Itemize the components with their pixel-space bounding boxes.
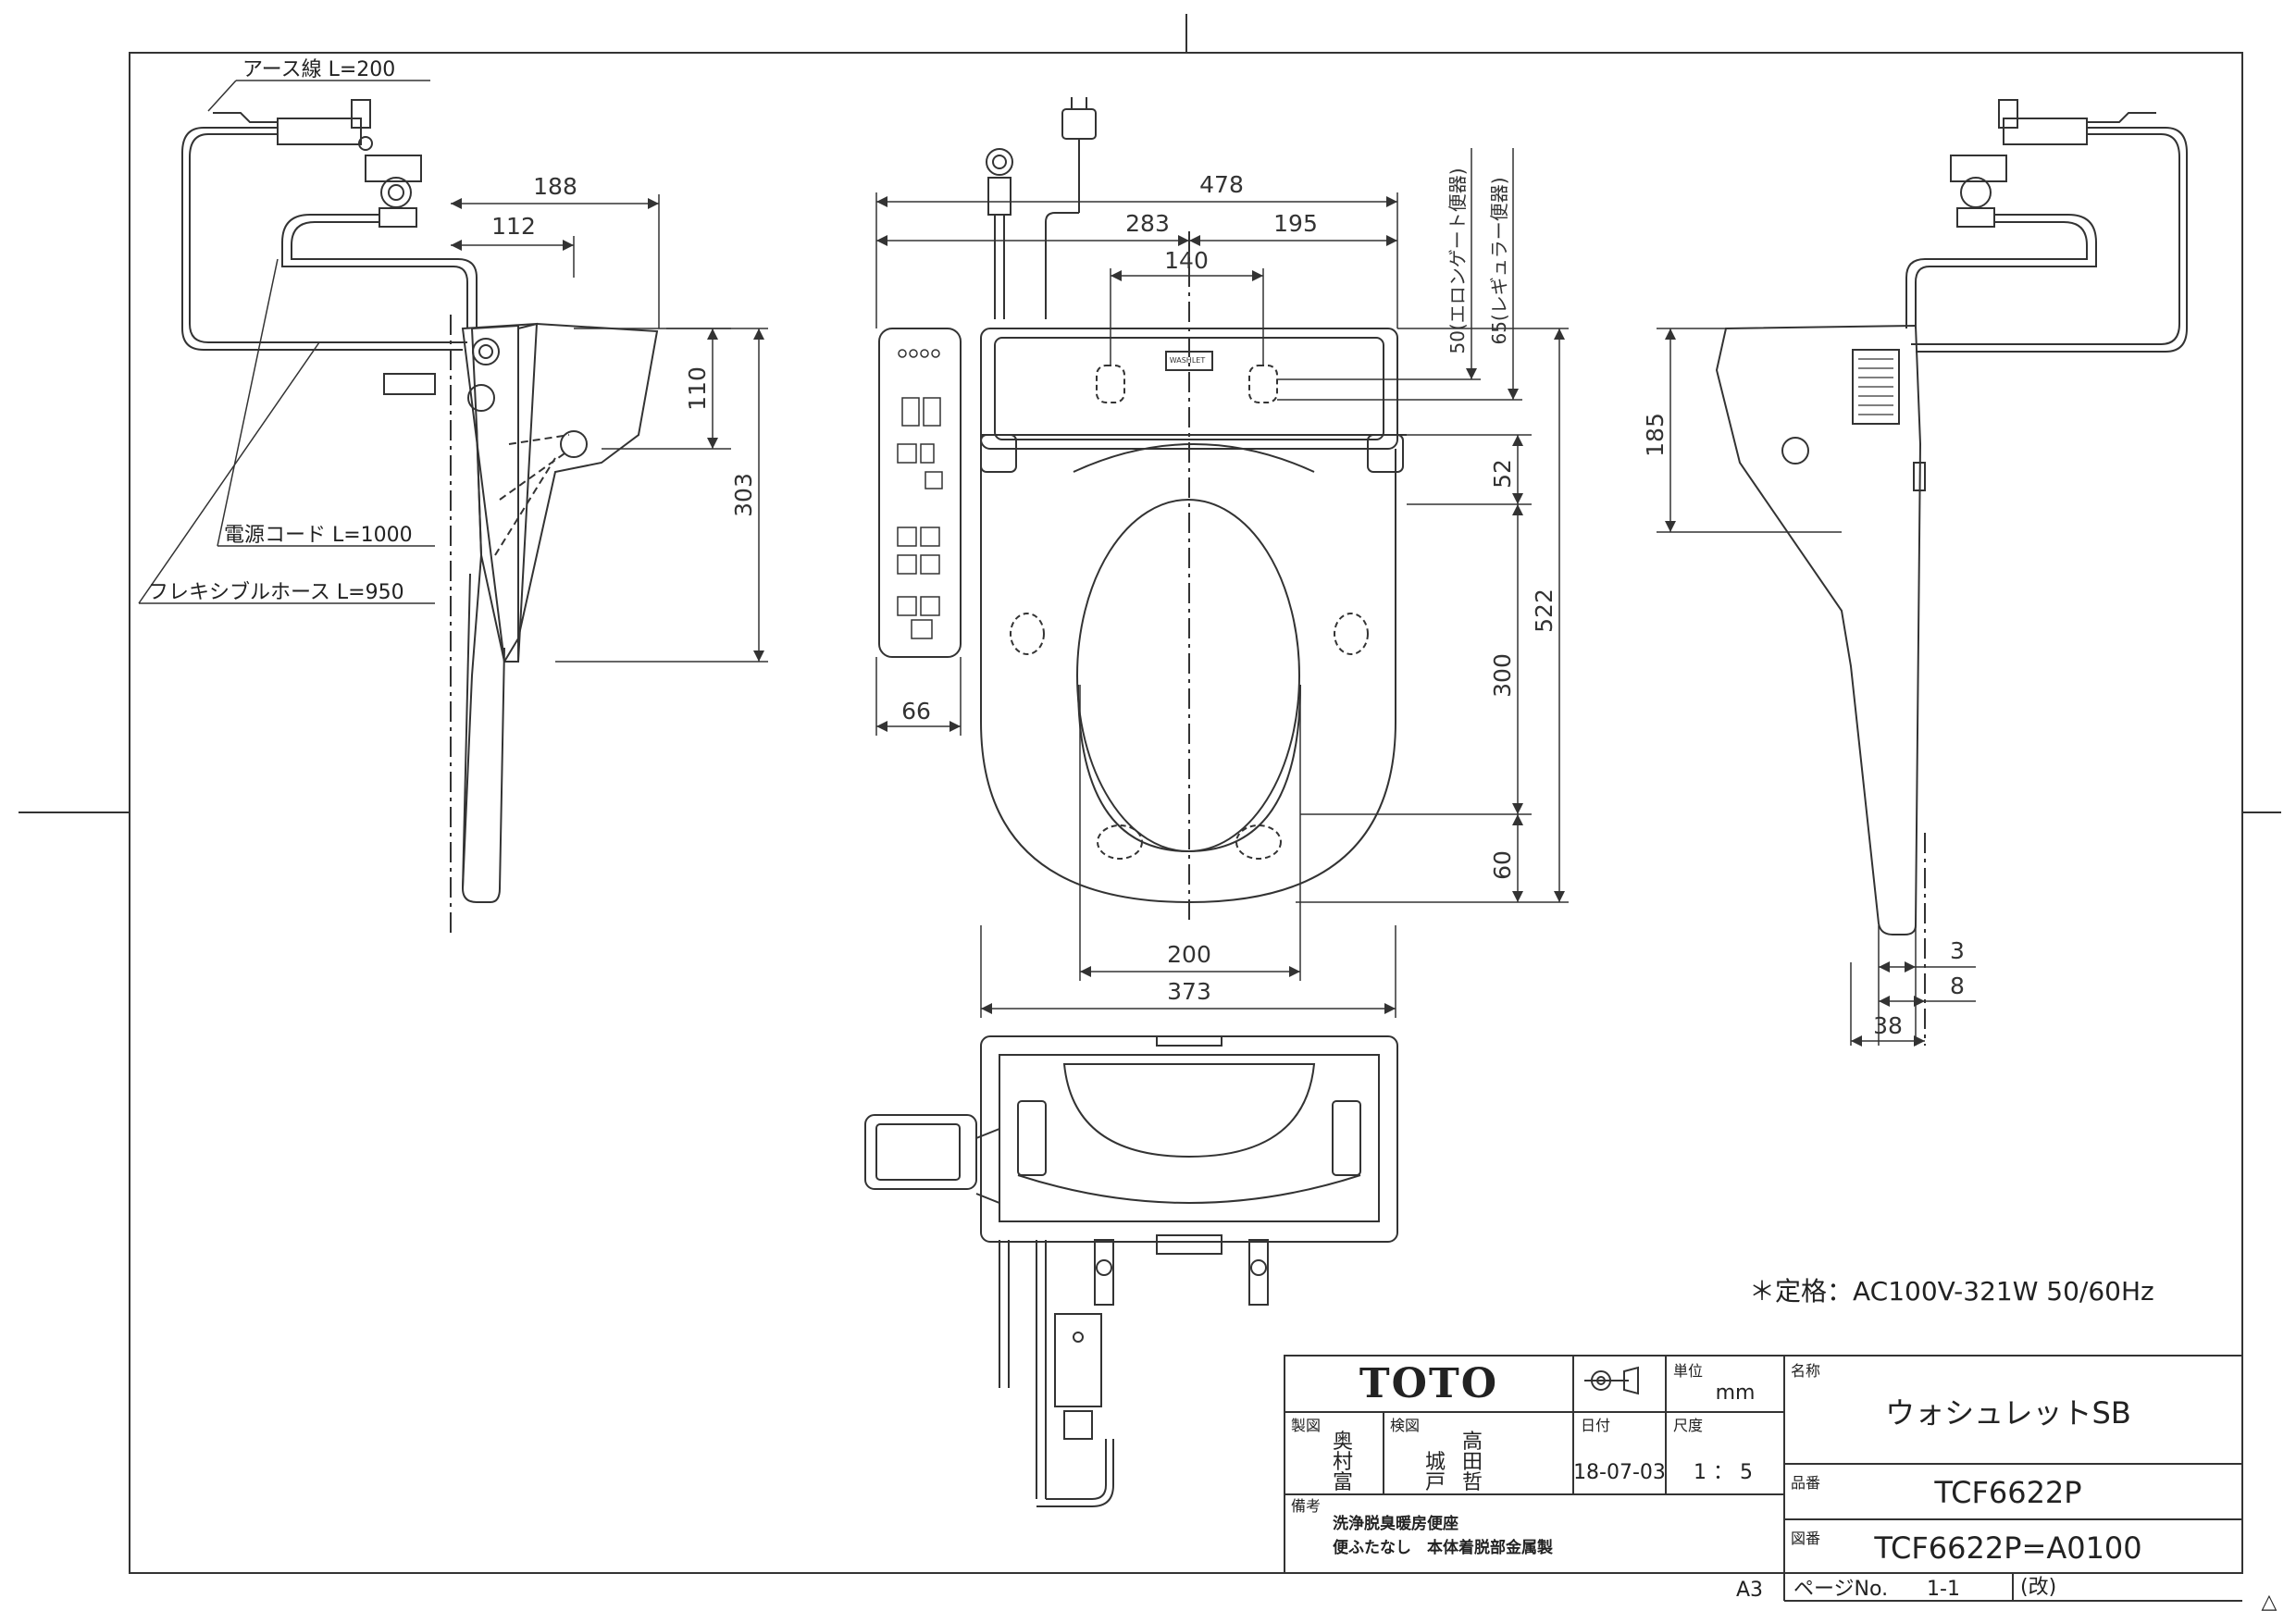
dim-right-185: 185 [1642,413,1669,457]
drawn-name-1: 奥 [1333,1431,1353,1454]
page-label: ページNo. [1793,1578,1888,1601]
remarks-label: 備考 [1291,1497,1321,1515]
dim-front-52: 52 [1489,459,1516,489]
name-label: 名称 [1791,1362,1820,1380]
left-side-view [181,99,659,935]
dim-front-478: 478 [1199,171,1244,198]
dim-front-140: 140 [1164,247,1209,274]
revision-label: (改) [2020,1576,2056,1599]
dim-front-50-note: 50(エロンゲート便器) [1446,167,1469,353]
date-value: 18-07-03 [1573,1461,1666,1484]
title-block [1284,1355,2243,1602]
name-value: ウォシュレットSB [1885,1395,2131,1431]
dim-front-200: 200 [1167,941,1211,968]
product-label: 品番 [1791,1474,1820,1492]
drawing-border [129,52,2243,1574]
dim-side-303: 303 [730,473,757,517]
left-view-dimensions [451,194,768,663]
rating-label: ＊定格：AC100V-321W 50/60Hz [1749,1276,2154,1307]
scale-label: 尺度 [1673,1417,1703,1434]
dim-front-373: 373 [1167,978,1211,1005]
flexible-hose-label: フレキシブルホース L=950 [148,581,404,604]
dim-front-283: 283 [1125,210,1170,237]
toto-logo: TOTO [1359,1360,1498,1407]
dim-side-188: 188 [533,173,577,200]
checked-name-1: 高 [1462,1431,1483,1454]
dim-front-60: 60 [1489,850,1516,880]
seat-brand-label: WASHLET [1170,356,1206,365]
callout-lines [138,80,435,604]
checked-name-3: 田 [1462,1451,1483,1474]
drawn-label: 製図 [1291,1417,1321,1434]
remarks-line-2: 便ふたなし 本体着脱部金属製 [1333,1538,1553,1557]
front-view [878,97,1407,925]
revision-mark: △ [2262,1591,2277,1614]
drawing-label: 図番 [1791,1530,1820,1547]
dim-front-522: 522 [1531,588,1558,633]
product-value: TCF6622P [1933,1475,2081,1510]
scale-value: 1 ： 5 [1694,1461,1753,1484]
checked-name-2: 城 [1425,1451,1446,1474]
dim-right-3: 3 [1950,937,1965,964]
front-view-dimensions [875,148,1569,1018]
dim-front-195: 195 [1273,210,1318,237]
dim-side-112: 112 [491,213,536,240]
unit-label: 単位 [1673,1362,1703,1380]
remarks-line-1: 洗浄脱臭暖房便座 [1333,1514,1458,1533]
checked-label: 検図 [1390,1417,1420,1434]
dim-side-110: 110 [684,366,711,411]
right-side-view [1715,99,2188,1046]
dim-front-66: 66 [901,698,931,725]
dim-right-8: 8 [1950,973,1965,999]
power-cord-label: 電源コード L=1000 [224,524,413,547]
drawn-name-2: 村 [1333,1451,1353,1474]
dim-right-38: 38 [1873,1012,1903,1039]
page-value: 1-1 [1927,1578,1960,1601]
sheet-size: A3 [1736,1579,1763,1602]
unit-value: mm [1716,1381,1756,1405]
checked-name-5: 哲 [1462,1471,1483,1494]
drawn-name-3: 富 [1333,1471,1353,1494]
right-view-dimensions [1657,328,1976,1047]
bottom-view [864,1035,1398,1507]
checked-name-4: 戸 [1425,1471,1446,1494]
earth-wire-label: アース線 L=200 [242,58,395,81]
dim-front-65-note: 65(レギュラー便器) [1488,177,1510,344]
date-label: 日付 [1581,1417,1610,1434]
drawing-value: TCF6622P=A0100 [1873,1530,2141,1566]
dim-front-300: 300 [1489,653,1516,698]
